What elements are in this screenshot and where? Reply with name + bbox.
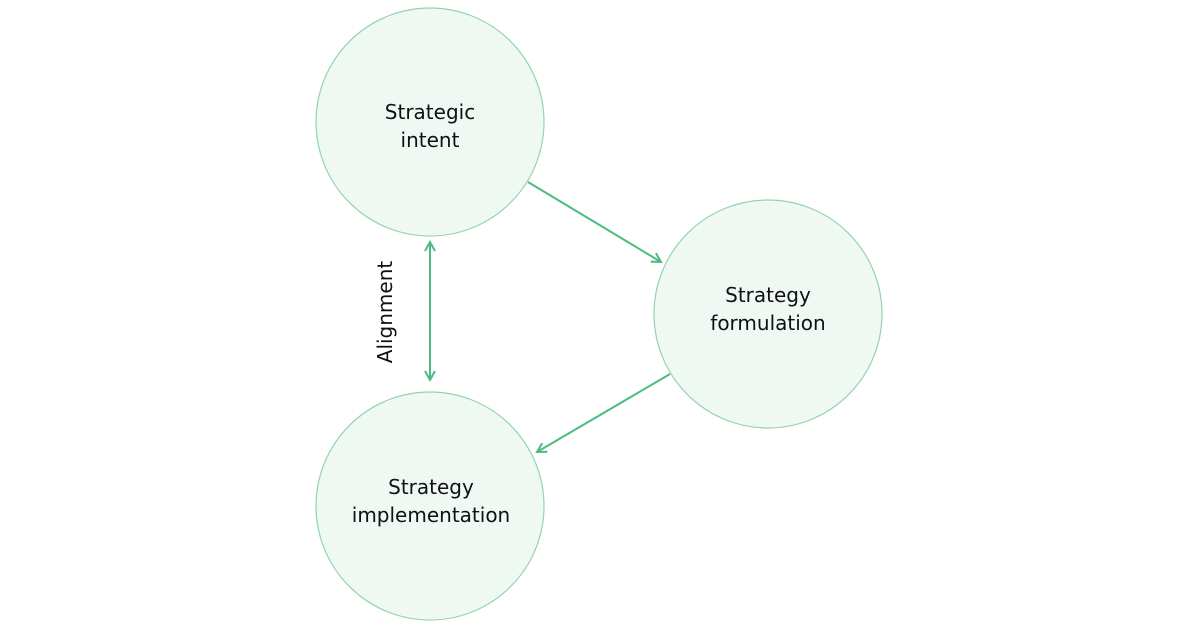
node-label-strategy-implementation: Strategy implementation (317, 473, 545, 529)
label-line: Strategy (388, 475, 474, 499)
arrow-intent-to-formulation (527, 181, 661, 262)
label-line: formulation (710, 311, 826, 335)
node-strategy-implementation (315, 391, 545, 621)
label-line: implementation (351, 503, 511, 527)
label-line: Strategy (725, 283, 811, 307)
node-strategic-intent (315, 7, 545, 237)
label-line: intent (400, 128, 460, 152)
label-line: Strategic (384, 100, 476, 124)
node-strategy-formulation (653, 199, 883, 429)
node-label-strategic-intent: Strategic intent (316, 98, 544, 154)
arrow-formulation-to-implementation (537, 373, 671, 452)
node-label-strategy-formulation: Strategy formulation (654, 281, 882, 337)
alignment-label: Alignment (373, 260, 397, 364)
